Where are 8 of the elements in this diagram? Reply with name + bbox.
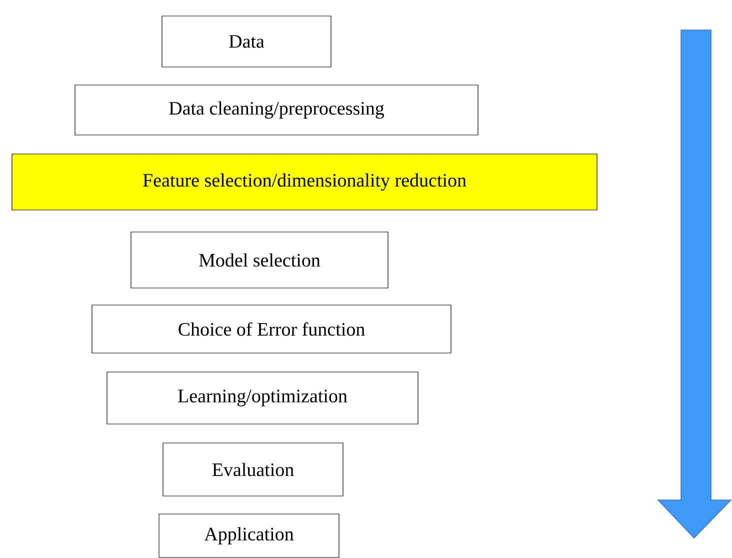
highlighted-step-box: Feature selection/dimensionality reduction bbox=[12, 154, 598, 210]
step-box: Model selection bbox=[130, 232, 388, 288]
step-box: Data cleaning/preprocessing bbox=[74, 84, 478, 136]
step-box: Application bbox=[158, 514, 340, 558]
step-box: Choice of Error function bbox=[92, 304, 452, 354]
step-box: Learning/optimization bbox=[106, 372, 418, 424]
step-box: Evaluation bbox=[162, 442, 344, 496]
step-box: Data bbox=[162, 16, 332, 68]
